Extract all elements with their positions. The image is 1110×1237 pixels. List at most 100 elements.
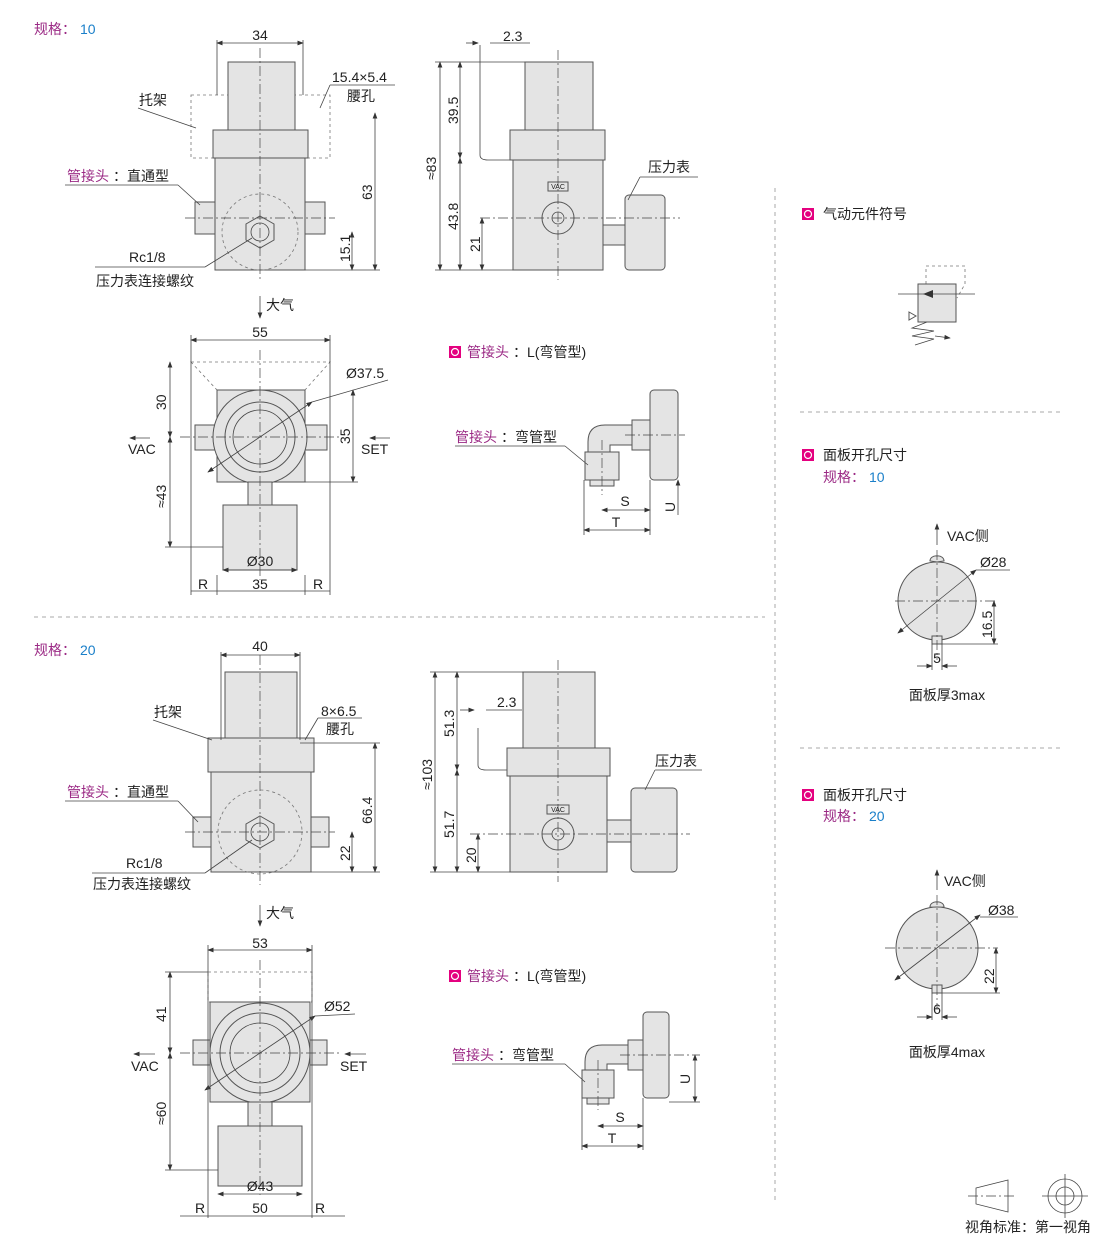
panel-thickness: 面板厚4max bbox=[909, 1044, 985, 1060]
dim-port-height: 22 bbox=[337, 845, 353, 861]
elbow-fitting-label: 管接头 bbox=[455, 429, 497, 445]
dim-diameter: Ø37.5 bbox=[346, 365, 384, 381]
vac-tag-text: VAC bbox=[551, 807, 565, 814]
dim-r-left: R bbox=[195, 1200, 205, 1216]
vac-port-label: VAC bbox=[131, 1058, 159, 1074]
knob bbox=[524, 61, 594, 131]
dim-diameter: Ø52 bbox=[324, 998, 351, 1014]
exhaust-label: 大气 bbox=[266, 297, 294, 313]
panel-cutout-10 bbox=[895, 523, 1010, 670]
spec-value: 20 bbox=[80, 642, 96, 658]
gauge-label: 压力表 bbox=[655, 753, 697, 769]
exhaust-label: 大气 bbox=[266, 905, 294, 921]
side-view-20 bbox=[470, 660, 690, 882]
dim-r-right: R bbox=[315, 1200, 325, 1216]
dim-s: S bbox=[615, 1109, 624, 1125]
dim-lower: ≈43 bbox=[153, 485, 169, 508]
elbow-fitting-10 bbox=[584, 389, 685, 495]
dim-total: ≈83 bbox=[423, 157, 439, 180]
spec-label: 规格： bbox=[34, 642, 76, 658]
dim-u: U bbox=[677, 1074, 693, 1084]
thread-spec: Rc1/8 bbox=[126, 855, 163, 871]
bullet-icon bbox=[802, 208, 814, 220]
dim-upper: 41 bbox=[153, 1006, 169, 1022]
dim-height: 22 bbox=[981, 968, 997, 984]
thread-label: 压力表连接螺纹 bbox=[93, 876, 191, 892]
dim-port: 21 bbox=[467, 236, 483, 252]
bracket-label: 托架 bbox=[139, 92, 167, 108]
dim-offset: 2.3 bbox=[497, 694, 517, 710]
elbow-title-label: 管接头 bbox=[467, 968, 509, 984]
panel-title: 面板开孔尺寸 bbox=[823, 787, 907, 803]
first-angle-projection-icon bbox=[968, 1174, 1088, 1218]
elbow-fitting-type: ：弯管型 bbox=[498, 1047, 554, 1063]
dim-top-width: 55 bbox=[252, 324, 268, 340]
bracket-label: 托架 bbox=[154, 704, 182, 720]
pressure-gauge bbox=[624, 194, 666, 271]
dim-total: ≈103 bbox=[419, 759, 435, 790]
fitting-label: 管接头 bbox=[67, 784, 109, 800]
dim-bottom-diameter: Ø30 bbox=[247, 553, 274, 569]
dim-diameter: Ø38 bbox=[988, 902, 1015, 918]
dim-r-right: R bbox=[313, 576, 323, 592]
dim-r-left: R bbox=[198, 576, 208, 592]
dim-slot: 15.4×5.4 bbox=[332, 69, 387, 85]
projection-label: 视角标准：第一视角 bbox=[965, 1219, 1091, 1235]
bullet-icon bbox=[449, 346, 461, 358]
dim-upper: 30 bbox=[153, 394, 169, 410]
dim-height: 66.4 bbox=[359, 797, 375, 824]
collar bbox=[509, 129, 606, 161]
top-view-20 bbox=[180, 960, 340, 1195]
elbow-title-type: ：L(弯管型) bbox=[513, 344, 586, 360]
bullet-icon bbox=[449, 970, 461, 982]
front-view-10 bbox=[185, 48, 335, 280]
front-view-20 bbox=[185, 655, 335, 885]
dim-port-height: 15.1 bbox=[337, 235, 353, 262]
spec-label: 规格： bbox=[823, 469, 865, 485]
fitting-label: 管接头 bbox=[67, 168, 109, 184]
vac-tag-text: VAC bbox=[551, 184, 565, 191]
vac-side-label: VAC侧 bbox=[947, 528, 989, 544]
bullet-icon bbox=[802, 449, 814, 461]
fitting-type: ：直通型 bbox=[113, 784, 169, 800]
dim-t: T bbox=[608, 1130, 617, 1146]
spec-label: 规格： bbox=[823, 808, 865, 824]
thread-label: 压力表连接螺纹 bbox=[96, 273, 194, 289]
set-port-label: SET bbox=[361, 441, 389, 457]
elbow-fitting-type: ：弯管型 bbox=[501, 429, 557, 445]
dim-t: T bbox=[612, 514, 621, 530]
vac-side-label: VAC侧 bbox=[944, 873, 986, 889]
gauge-label: 压力表 bbox=[648, 159, 690, 175]
side-view-10 bbox=[479, 45, 680, 280]
dim-slot: 8×6.5 bbox=[321, 703, 357, 719]
spec-label: 规格： bbox=[34, 21, 76, 37]
panel-cutout-20 bbox=[885, 869, 1018, 1020]
dim-bottom-diameter: Ø43 bbox=[247, 1178, 274, 1194]
dim-upper: 39.5 bbox=[445, 97, 461, 124]
dim-upper: 51.3 bbox=[441, 710, 457, 737]
slot-label: 腰孔 bbox=[347, 88, 375, 104]
dim-lower: 51.7 bbox=[441, 811, 457, 838]
dim-height: 63 bbox=[359, 184, 375, 200]
bullet-icon bbox=[802, 789, 814, 801]
gauge-stem bbox=[602, 224, 626, 246]
dim-width: 5 bbox=[933, 650, 941, 666]
dim-mid: 35 bbox=[337, 428, 353, 444]
dim-lower: 43.8 bbox=[445, 203, 461, 230]
spec-value: 10 bbox=[80, 21, 96, 37]
slot-label: 腰孔 bbox=[326, 721, 354, 737]
symbol-title: 气动元件符号 bbox=[823, 206, 907, 222]
dim-height: 16.5 bbox=[979, 611, 995, 638]
dim-pitch: 35 bbox=[252, 576, 268, 592]
elbow-fitting-label: 管接头 bbox=[452, 1047, 494, 1063]
dim-width: 6 bbox=[933, 1001, 941, 1017]
dim-offset: 2.3 bbox=[503, 28, 523, 44]
elbow-fitting-20 bbox=[581, 1011, 700, 1110]
dim-top-width: 53 bbox=[252, 935, 268, 951]
dim-port: 20 bbox=[463, 847, 479, 863]
thread-spec: Rc1/8 bbox=[129, 249, 166, 265]
elbow-title-label: 管接头 bbox=[467, 344, 509, 360]
dim-s: S bbox=[620, 493, 629, 509]
